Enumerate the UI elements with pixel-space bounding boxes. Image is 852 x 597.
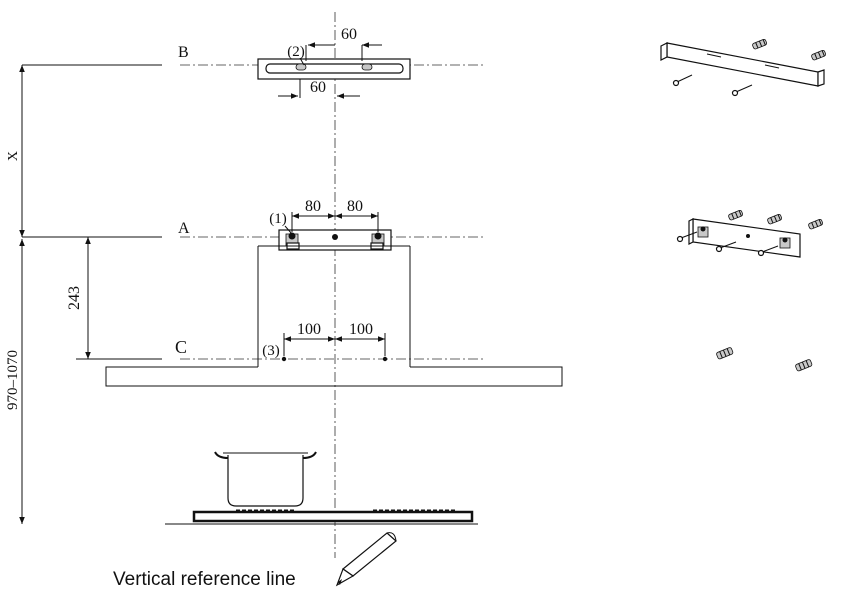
callout-2-leader (299, 57, 305, 66)
dimension-80-left-label: 80 (305, 198, 321, 215)
dimension-60-lower: 60 (278, 79, 360, 99)
dimension-243-label: 243 (66, 286, 83, 310)
range-hood (105, 245, 563, 387)
dimension-x: X (6, 65, 25, 237)
dimension-80-pair: 80 80 (291, 198, 379, 232)
callout-1: (1) (269, 211, 287, 227)
dimension-60-lower-label: 60 (310, 79, 326, 96)
bracket-b-kit-icon (660, 38, 827, 97)
level-b-label: B (178, 44, 189, 61)
dimension-970-1070-label: 970–1070 (5, 350, 21, 410)
dimension-100-left-label: 100 (297, 321, 321, 338)
callout-3: (3) (262, 343, 280, 359)
reference-line-caption: Vertical reference line (113, 569, 296, 590)
bracket-b (257, 58, 411, 80)
callout-1-leader (284, 225, 293, 235)
pencil-icon (335, 532, 397, 587)
dimension-243: 243 (66, 237, 91, 359)
dimension-100-pair: 100 100 (281, 321, 388, 362)
dimension-80-right-label: 80 (347, 198, 363, 215)
dimension-x-label: X (6, 151, 21, 161)
cooking-pot (214, 451, 317, 507)
bracket-a-kit-icon (676, 209, 824, 258)
dimension-100-right-label: 100 (349, 321, 373, 338)
cooktop (165, 509, 478, 525)
level-c-label: C (175, 337, 187, 357)
anchor-c-kit-icon (716, 347, 813, 372)
dimension-60-upper-label: 60 (341, 26, 357, 43)
callout-2: (2) (287, 44, 305, 60)
dimension-60-upper: 60 (305, 26, 382, 61)
dimension-970-1070: 970–1070 (5, 239, 25, 524)
bracket-a (278, 229, 392, 251)
level-a-label: A (178, 220, 190, 237)
